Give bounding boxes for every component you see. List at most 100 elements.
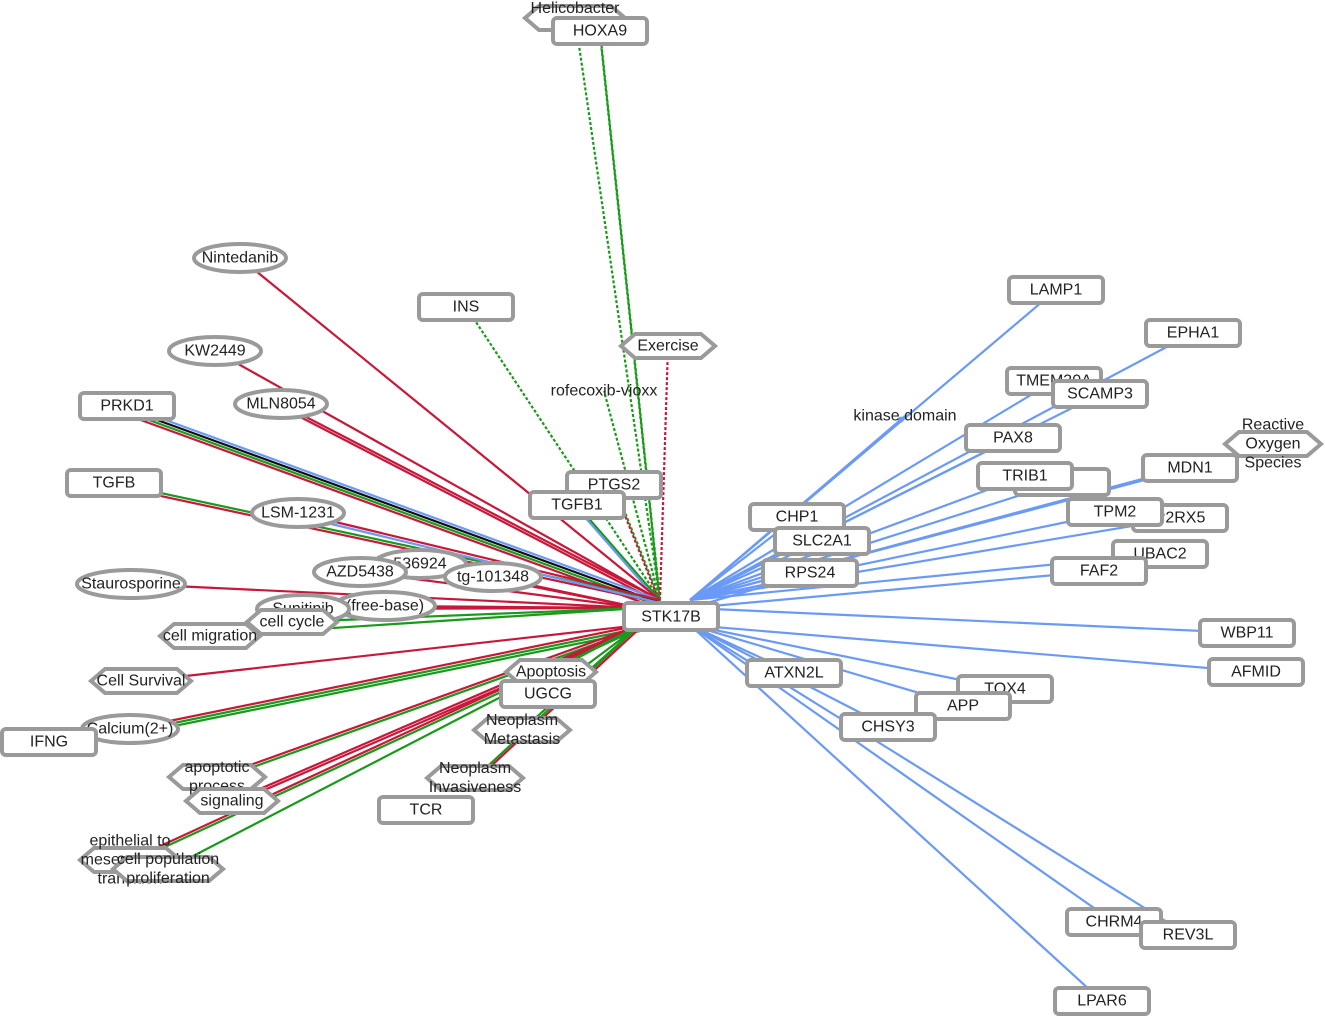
edge-EPHA1-blue	[689, 332, 1194, 601]
node-TGFB1[interactable]: TGFB1	[528, 490, 626, 520]
edge-Calcium-green	[129, 626, 641, 734]
node-AFMID[interactable]: AFMID	[1207, 657, 1305, 687]
node-shape	[745, 658, 843, 688]
node-signaling[interactable]: signaling	[182, 787, 282, 815]
node-TGFB[interactable]: TGFB	[65, 468, 163, 498]
node-IFNG[interactable]: IFNG	[0, 727, 98, 757]
node-shape	[976, 461, 1074, 491]
node-Apoptosis[interactable]: Apoptosis	[502, 658, 600, 686]
node-label: AFMID	[1231, 664, 1281, 681]
node-Staurosporine[interactable]: Staurosporine	[75, 568, 187, 600]
edge-PRKD1-blue	[126, 404, 661, 602]
node-shape	[65, 468, 163, 498]
edge-LSM1231-blue	[297, 514, 661, 605]
node-shape	[192, 242, 288, 274]
node-shape	[773, 526, 871, 556]
node-Exercise[interactable]: Exercise	[617, 332, 719, 360]
node-CellSurvival[interactable]: Cell Survival	[87, 667, 195, 695]
node-HOXA9[interactable]: HOXA9	[551, 16, 649, 46]
node-PAX8[interactable]: PAX8	[964, 423, 1062, 453]
node-REV3L[interactable]: REV3L	[1139, 920, 1237, 950]
node-RPS24[interactable]: RPS24	[761, 558, 859, 588]
node-label: P2RX5	[1155, 510, 1206, 527]
node-label: FAF2	[1080, 563, 1118, 580]
node-label: ATXN2L	[764, 665, 823, 682]
node-shape	[233, 388, 329, 420]
edge-apoproc-red	[216, 623, 641, 779]
node-UGCG[interactable]: UGCG	[499, 679, 597, 709]
node-SCAMP3[interactable]: SCAMP3	[1051, 379, 1149, 409]
edge-PRKD1-black	[126, 407, 661, 605]
edge-INS-green	[465, 306, 661, 601]
node-MLN8054[interactable]: MLN8054	[233, 388, 329, 420]
node-LPAR6[interactable]: LPAR6	[1053, 986, 1151, 1016]
edge-heli-green	[573, 17, 662, 601]
node-label: WBP11	[1220, 625, 1273, 642]
node-shape	[470, 716, 574, 744]
node-label: signaling	[200, 793, 263, 810]
node-LSM1231[interactable]: LSM-1231	[250, 497, 346, 529]
node-label: AZD5438	[326, 564, 394, 581]
node-shape	[0, 727, 98, 757]
node-cellmigration[interactable]: cell migration	[156, 622, 264, 650]
edge-PRKD1-red	[126, 413, 661, 611]
node-label: Species	[1245, 455, 1302, 472]
node-label: LAMP1	[1030, 282, 1083, 299]
node-TPM2[interactable]: TPM2	[1066, 497, 1164, 527]
node-label: rofecoxib-vioxx	[551, 383, 658, 400]
node-label: Neoplasm	[486, 712, 558, 729]
node-LAMP1[interactable]: LAMP1	[1007, 275, 1105, 305]
node-shape	[1051, 379, 1149, 409]
node-label: IFNG	[30, 734, 68, 751]
node-WBP11[interactable]: WBP11	[1198, 618, 1296, 648]
node-shape	[156, 622, 264, 650]
node-label: SLC2A1	[792, 533, 852, 550]
edge-MLN8054-red	[280, 406, 661, 604]
node-label: Metastasis	[484, 731, 560, 748]
node-SLC2A1[interactable]: SLC2A1	[773, 526, 871, 556]
node-ATXN2L[interactable]: ATXN2L	[745, 658, 843, 688]
node-CHSY3[interactable]: CHSY3	[839, 712, 937, 742]
node-tg101348[interactable]: tg-101348	[443, 561, 543, 593]
node-label: Exercise	[637, 338, 698, 355]
node-TRIB1[interactable]: TRIB1	[976, 461, 1074, 491]
node-cellcycle[interactable]: cell cycle	[243, 608, 341, 636]
node-shape	[1207, 657, 1305, 687]
node-INS[interactable]: INS	[417, 292, 515, 322]
node-AZD5438[interactable]: AZD5438	[312, 556, 408, 588]
node-rofecoxib[interactable]: rofecoxib-vioxx	[551, 383, 658, 400]
node-label: CHP1	[776, 509, 819, 526]
node-shape	[839, 712, 937, 742]
node-label: Apoptosis	[516, 664, 586, 681]
node-shape	[423, 764, 527, 792]
edge-PAX8-blue	[689, 437, 1014, 601]
node-kinase[interactable]: kinase domain	[853, 408, 956, 425]
node-STK17B[interactable]: STK17B	[622, 601, 720, 632]
edge-TMEM30A-blue	[689, 380, 1055, 601]
edge-TGFB1-green	[576, 504, 661, 601]
node-Nintedanib[interactable]: Nintedanib	[192, 242, 288, 274]
node-KW2449[interactable]: KW2449	[167, 335, 263, 367]
node-shape	[312, 556, 408, 588]
node-shape	[914, 691, 1012, 721]
node-FAF2[interactable]: FAF2	[1050, 556, 1148, 586]
node-shape	[182, 787, 282, 815]
node-PRKD1[interactable]: PRKD1	[78, 391, 176, 421]
node-shape	[1066, 497, 1164, 527]
edge-Calcium-red	[129, 623, 641, 731]
node-APP[interactable]: APP	[914, 691, 1012, 721]
node-shape	[1053, 986, 1151, 1016]
edge-FAF2-blue	[689, 569, 1100, 610]
node-label: INS	[453, 299, 480, 316]
node-label: Calcium(2+)	[87, 721, 174, 738]
node-TCR[interactable]: TCR	[377, 795, 475, 825]
node-EPHA1[interactable]: EPHA1	[1144, 318, 1242, 348]
node-label: PAX8	[993, 430, 1033, 447]
node-MDN1[interactable]: MDN1	[1141, 453, 1239, 483]
